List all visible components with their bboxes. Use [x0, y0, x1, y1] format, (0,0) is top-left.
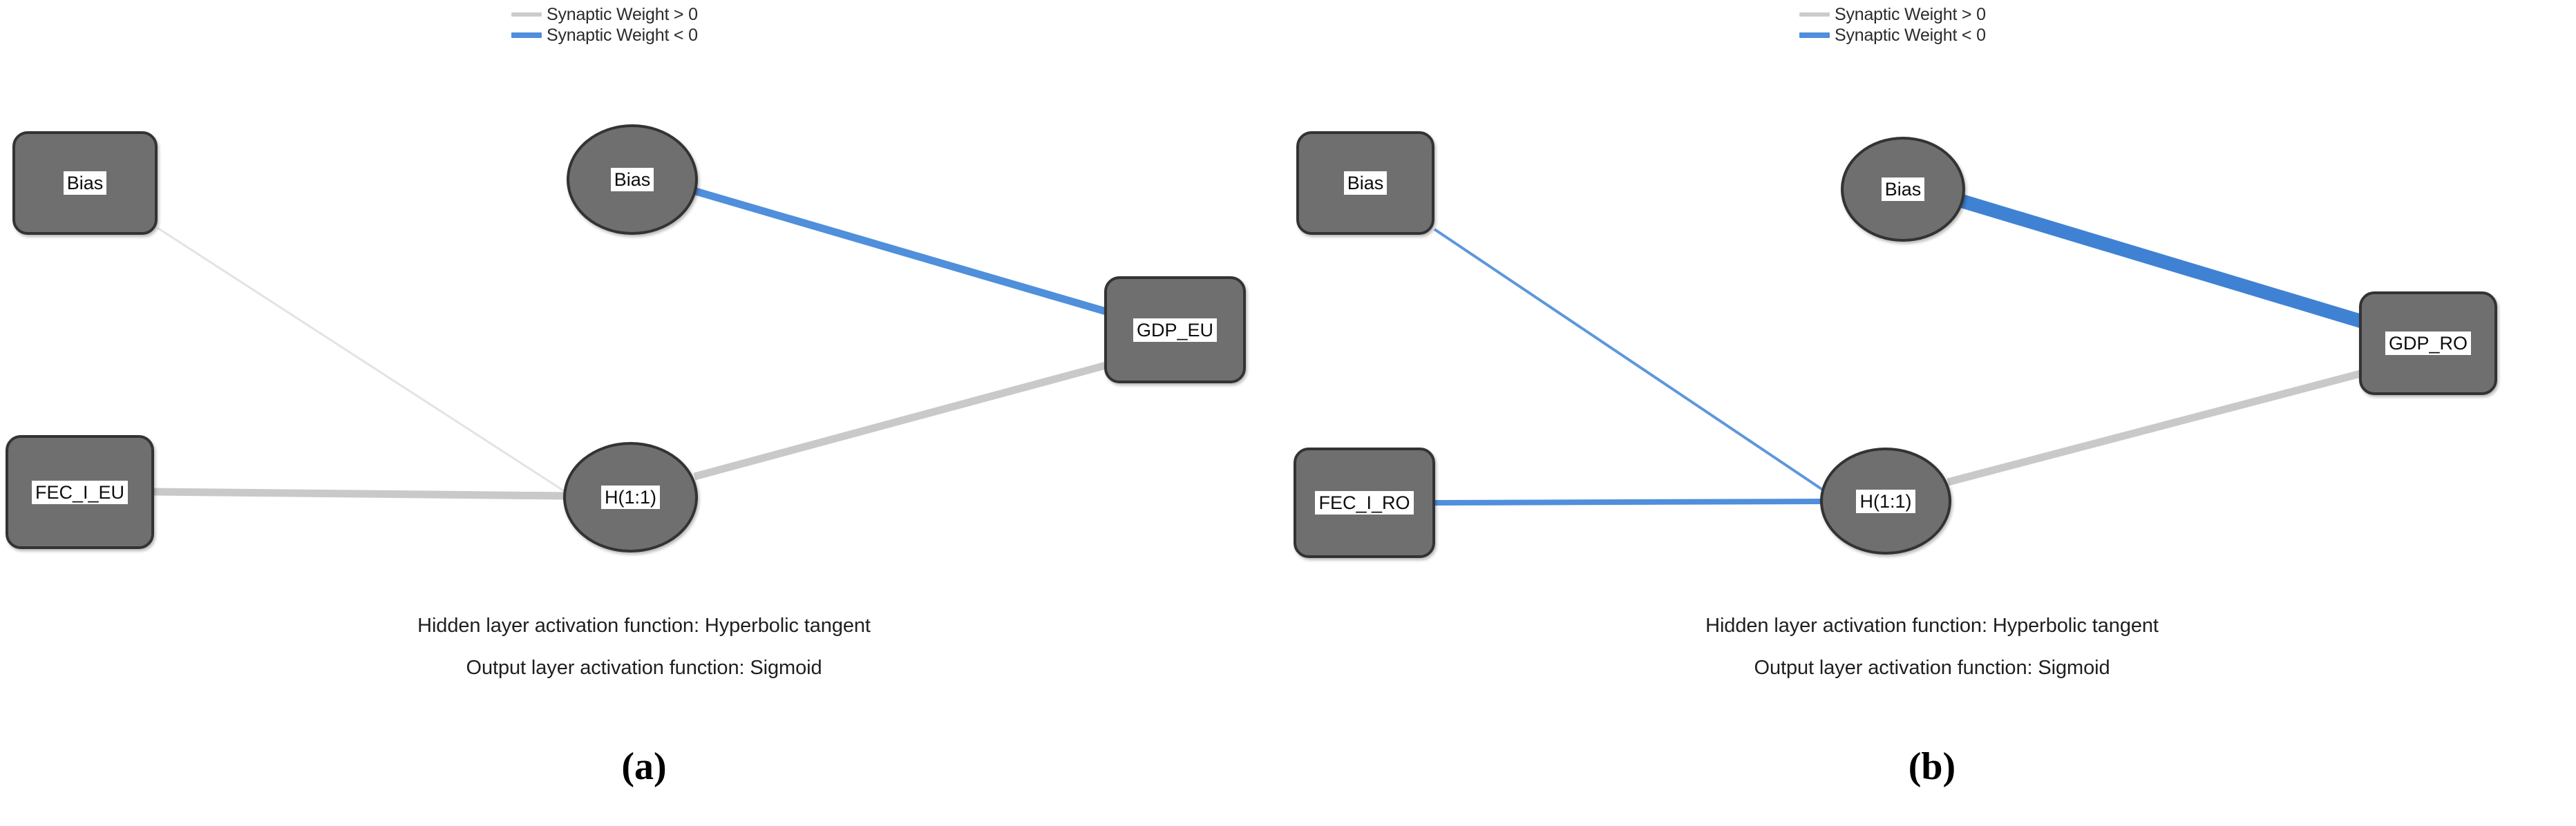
node-hidden-unit[interactable]: H(1:1)	[1820, 448, 1951, 555]
edge-hidden-to-output	[1947, 369, 2365, 486]
panel-letter-b: (b)	[1908, 745, 1956, 788]
edge-bias-to-hidden	[157, 227, 566, 493]
legend-item-negative: Synaptic Weight < 0	[1799, 26, 1986, 44]
panel-letter-a: (a)	[621, 745, 667, 788]
node-output-node[interactable]: GDP_EU	[1104, 276, 1246, 383]
node-label: H(1:1)	[600, 486, 660, 509]
node-label: Bias	[1881, 177, 1925, 201]
hidden-layer-activation-caption: Hidden layer activation function: Hyperb…	[1705, 615, 2159, 637]
edge-hiddenbias-to-output	[1953, 192, 2365, 329]
edge-hidden-to-output	[693, 361, 1110, 481]
edge-input-to-hidden	[1434, 499, 1824, 506]
legend-item-positive: Synaptic Weight > 0	[1799, 6, 1986, 23]
node-input-bias[interactable]: Bias	[12, 131, 158, 235]
legend: Synaptic Weight > 0 Synaptic Weight < 0	[1799, 6, 1986, 44]
node-input-bias[interactable]: Bias	[1296, 131, 1434, 235]
node-label: FEC_I_EU	[31, 480, 129, 504]
node-label: H(1:1)	[1856, 489, 1915, 513]
legend-swatch-positive-icon	[511, 12, 542, 17]
node-label: GDP_EU	[1133, 318, 1218, 342]
legend: Synaptic Weight > 0 Synaptic Weight < 0	[511, 6, 698, 44]
output-layer-activation-caption: Output layer activation function: Sigmoi…	[466, 657, 822, 679]
activation-captions: Hidden layer activation function: Hyperb…	[1288, 615, 2576, 680]
node-input-feature[interactable]: FEC_I_EU	[6, 435, 154, 549]
edge-hiddenbias-to-output	[690, 186, 1110, 316]
node-label: Bias	[1343, 171, 1388, 195]
node-label: FEC_I_RO	[1315, 491, 1414, 515]
edge-bias-to-hidden	[1433, 228, 1827, 493]
legend-label: Synaptic Weight > 0	[547, 5, 698, 24]
node-label: Bias	[63, 171, 107, 195]
legend-label: Synaptic Weight < 0	[547, 26, 698, 45]
node-label: GDP_RO	[2385, 332, 2472, 355]
node-hidden-bias[interactable]: Bias	[1841, 137, 1965, 242]
node-input-feature[interactable]: FEC_I_RO	[1294, 448, 1435, 558]
legend-swatch-positive-icon	[1799, 12, 1830, 17]
node-hidden-unit[interactable]: H(1:1)	[563, 442, 698, 553]
hidden-layer-activation-caption: Hidden layer activation function: Hyperb…	[417, 615, 871, 637]
activation-captions: Hidden layer activation function: Hyperb…	[0, 615, 1288, 680]
node-hidden-bias[interactable]: Bias	[567, 124, 698, 235]
legend-label: Synaptic Weight < 0	[1835, 26, 1986, 45]
legend-label: Synaptic Weight > 0	[1835, 5, 1986, 24]
node-output-node[interactable]: GDP_RO	[2359, 291, 2497, 395]
legend-swatch-negative-icon	[511, 32, 542, 38]
legend-swatch-negative-icon	[1799, 32, 1830, 38]
edge-layer	[153, 186, 1110, 500]
edge-input-to-hidden	[153, 488, 566, 500]
output-layer-activation-caption: Output layer activation function: Sigmoi…	[1754, 657, 2110, 679]
edge-layer	[1433, 192, 2365, 506]
legend-item-negative: Synaptic Weight < 0	[511, 26, 698, 44]
node-label: Bias	[610, 168, 654, 191]
legend-item-positive: Synaptic Weight > 0	[511, 6, 698, 23]
